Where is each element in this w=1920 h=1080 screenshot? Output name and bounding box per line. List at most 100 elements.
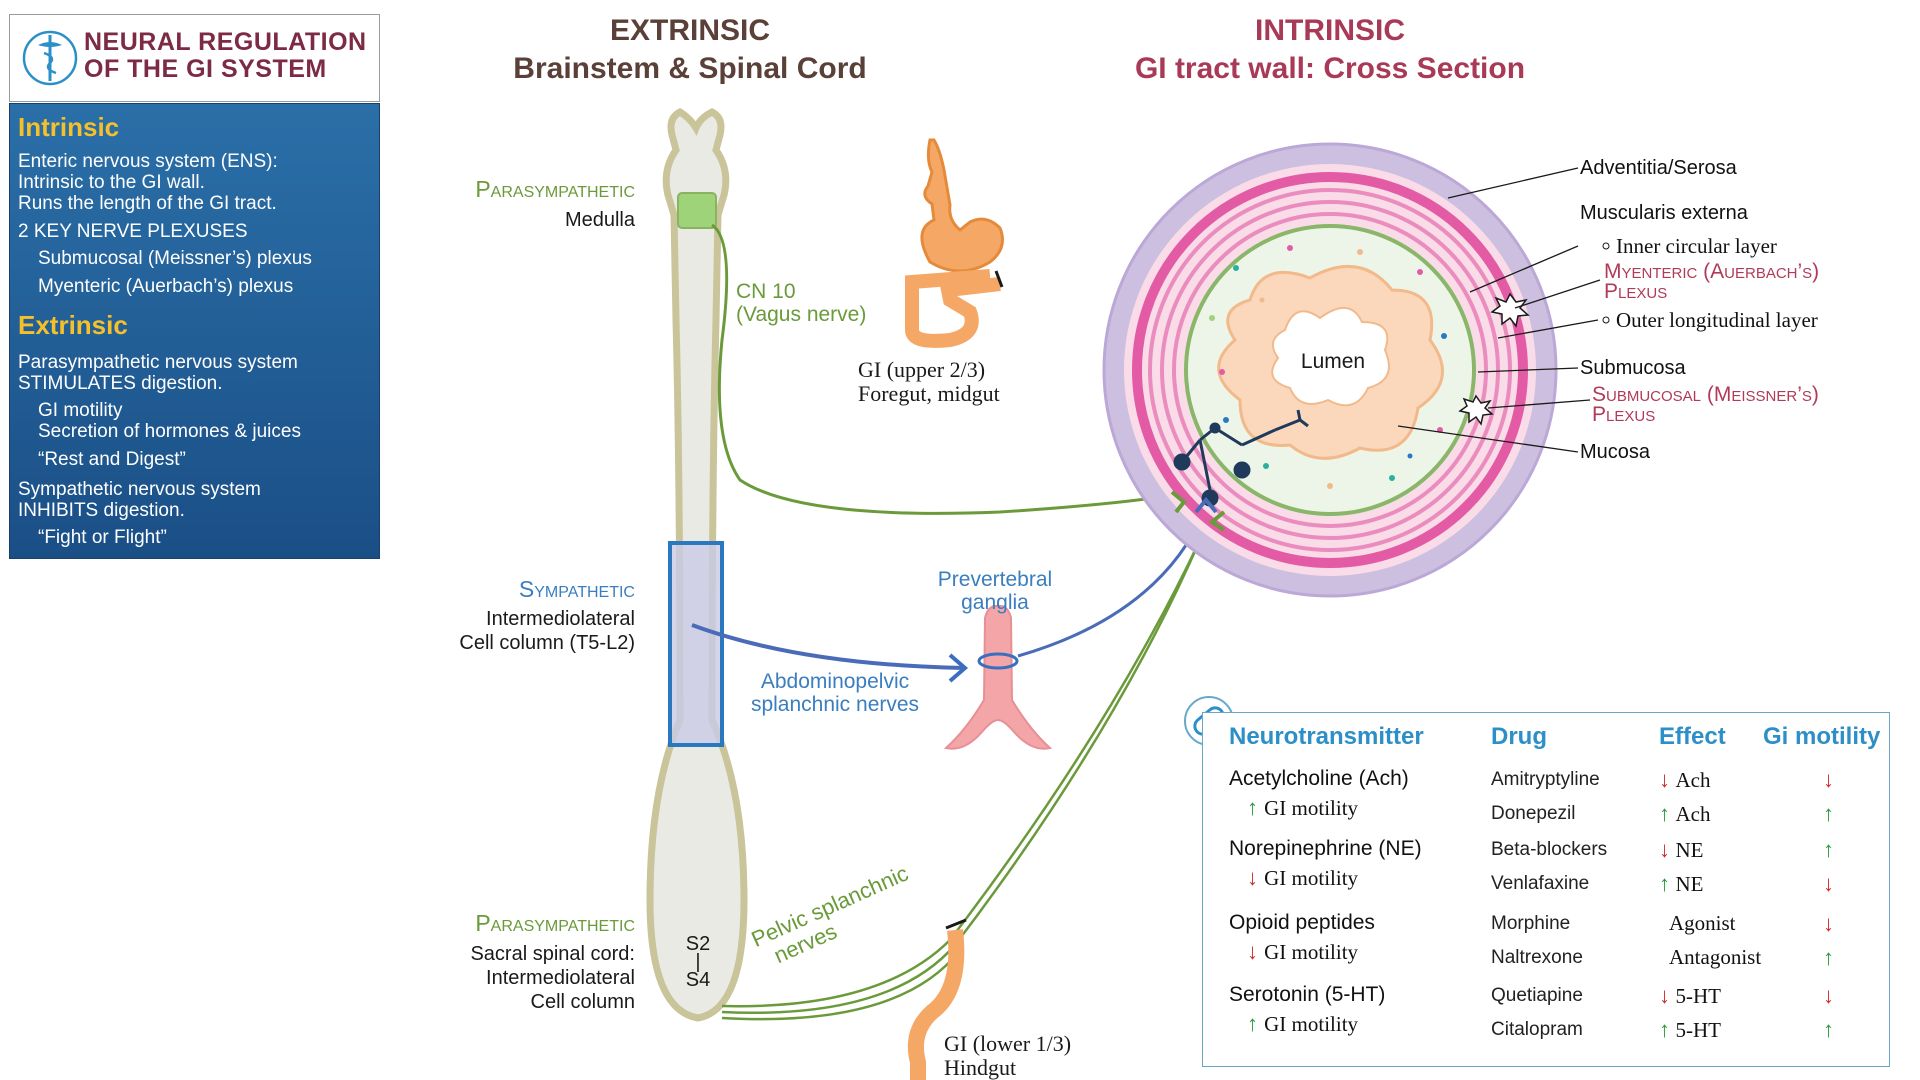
gi-motility-arrow-icon: ↓ (1823, 871, 1834, 896)
label-mucosa: Mucosa (1580, 441, 1651, 463)
drug-name: Naltrexone (1491, 947, 1583, 968)
intrinsic-sub: Submucosal (Meissner’s) plexus (38, 248, 312, 269)
label-gi-lower: GI (lower 1/3) Hindgut (944, 1031, 1072, 1080)
drug-name: Venlafaxine (1491, 873, 1590, 894)
effect-text: Ach (1675, 802, 1711, 826)
para-line: STIMULATES digestion. (18, 373, 223, 394)
gi-cross-section (1102, 142, 1558, 598)
gi-motility-arrow-icon: ↓ (1823, 983, 1834, 1008)
drug-effect: ↑ Ach (1659, 801, 1711, 827)
abdominopelvic-nerve (691, 623, 966, 670)
gi-motility-arrow-icon: ↓ (1823, 767, 1834, 792)
drug-effect: ↑ NE (1659, 871, 1704, 897)
drug-table: Neurotransmitter Drug Effect Gi motility… (1202, 712, 1890, 1067)
label-myenteric-plexus: Myenteric (Auerbach’s) Plexus (1604, 260, 1820, 303)
motility-text: GI motility (1264, 1012, 1359, 1036)
effect-text: Agonist (1669, 911, 1736, 935)
nerve-endings (1170, 490, 1226, 532)
symp-line: INHIBITS digestion. (18, 500, 185, 521)
header-effect: Effect (1659, 723, 1726, 750)
gi-motility-arrow-icon: ↑ (1823, 945, 1834, 970)
effect-text: 5-HT (1675, 984, 1722, 1008)
page-title: NEURAL REGULATION OF THE GI SYSTEM (84, 28, 367, 83)
outer-layer-marker (1602, 316, 1610, 324)
drug-effect: Antagonist (1669, 945, 1761, 970)
neurotransmitter-name: Opioid peptides (1229, 911, 1375, 934)
label-medulla: Medulla (564, 209, 635, 231)
intrinsic-sub: Myenteric (Auerbach’s) plexus (38, 276, 294, 297)
info-box: Intrinsic Enteric nervous system (ENS): … (9, 103, 380, 559)
gi-motility-arrow-icon: ↑ (1823, 837, 1834, 862)
myenteric-plexus-icon (1490, 292, 1530, 328)
neurotransmitter-motility: ↑ GI motility (1247, 1011, 1358, 1037)
prevertebral-ganglia (943, 604, 1053, 750)
motility-arrow-icon: ↑ (1247, 795, 1265, 820)
label-prevertebral-ganglia: Prevertebral ganglia (937, 568, 1053, 614)
label-s2-s4: S2 | S4 (685, 933, 711, 991)
effect-arrow-icon: ↑ (1659, 871, 1676, 896)
label-gi-upper: GI (upper 2/3) Foregut, midgut (858, 357, 1000, 406)
intermediolateral-box (668, 541, 724, 747)
para-sub: Secretion of hormones & juices (38, 421, 301, 442)
intrinsic-line: 2 KEY NERVE PLEXUSES (18, 221, 248, 242)
drug-effect: ↓ NE (1659, 837, 1704, 863)
neurotransmitter-name: Serotonin (5-HT) (1229, 983, 1386, 1006)
spinal-cord (646, 108, 748, 1022)
drug-name: Beta-blockers (1491, 839, 1608, 860)
drug-name: Citalopram (1491, 1019, 1583, 1040)
para-line: Parasympathetic nervous system (18, 352, 298, 373)
header-gi-motility: Gi motility (1763, 723, 1881, 750)
symp-line: Sympathetic nervous system (18, 479, 261, 500)
extrinsic-heading: Extrinsic (18, 310, 128, 340)
label-sacral-cord: Sacral spinal cord: Intermediolateral Ce… (470, 943, 635, 1013)
label-muscularis: Muscularis externa (1580, 202, 1748, 224)
mucosa-dots (1209, 245, 1447, 489)
drug-effect: ↓ Ach (1659, 767, 1711, 793)
intrinsic-line: Intrinsic to the GI wall. (18, 172, 205, 193)
drug-effect: ↑ 5-HT (1659, 1017, 1721, 1043)
effect-arrow-icon: ↓ (1659, 983, 1676, 1008)
lower-gi-illustration (907, 918, 967, 1080)
header-drug: Drug (1491, 723, 1547, 750)
neurotransmitter-motility: ↑ GI motility (1247, 795, 1358, 821)
label-parasympathetic-lower: Parasympathetic (475, 910, 635, 936)
inner-layer-marker (1602, 242, 1610, 250)
gi-motility-arrow-icon: ↓ (1823, 911, 1834, 936)
upper-gi-illustration (905, 138, 1004, 348)
motility-text: GI motility (1264, 940, 1359, 964)
header-neurotransmitter: Neurotransmitter (1229, 723, 1424, 750)
medulla-region (677, 192, 717, 229)
gi-motility-arrow-icon: ↑ (1823, 801, 1834, 826)
pelvic-splanchnic-nerves (721, 539, 1202, 1021)
motility-text: GI motility (1264, 796, 1359, 820)
gi-motility-arrow-icon: ↑ (1823, 1017, 1834, 1042)
drug-effect: ↓ 5-HT (1659, 983, 1721, 1009)
title-box: NEURAL REGULATION OF THE GI SYSTEM (9, 14, 380, 102)
effect-arrow-icon: ↓ (1659, 837, 1676, 862)
intrinsic-line: Enteric nervous system (ENS): (18, 151, 278, 172)
intrinsic-line: Runs the length of the GI tract. (18, 193, 277, 214)
intrinsic-header: INTRINSIC GI tract wall: Cross Section (1134, 14, 1526, 85)
label-parasympathetic-upper: Parasympathetic (475, 176, 635, 202)
label-lumen: Lumen (1300, 350, 1366, 373)
drug-name: Amitryptyline (1491, 769, 1600, 790)
drug-effect: Agonist (1669, 911, 1736, 936)
effect-arrow-icon: ↑ (1659, 801, 1676, 826)
caduceus-icon (22, 30, 78, 86)
neurotransmitter-motility: ↓ GI motility (1247, 865, 1358, 891)
effect-arrow-icon: ↓ (1659, 767, 1676, 792)
vagus-nerve (711, 223, 1176, 515)
motility-arrow-icon: ↓ (1247, 865, 1265, 890)
drug-name: Morphine (1491, 913, 1571, 934)
label-abdominopelvic-nerves: Abdominopelvic splanchnic nerves (750, 670, 920, 716)
label-submucosal-plexus: Submucosal (Meissner’s) Plexus (1592, 383, 1819, 426)
extrinsic-header: EXTRINSIC Brainstem & Spinal Cord (513, 14, 867, 85)
label-submucosa: Submucosa (1580, 357, 1686, 379)
motility-text: GI motility (1264, 866, 1359, 890)
effect-text: 5-HT (1675, 1018, 1722, 1042)
effect-arrow-icon: ↑ (1659, 1017, 1676, 1042)
label-cn10: CN 10 (Vagus nerve) (736, 280, 867, 326)
effect-text: Antagonist (1669, 945, 1762, 969)
intrinsic-heading: Intrinsic (18, 112, 120, 142)
